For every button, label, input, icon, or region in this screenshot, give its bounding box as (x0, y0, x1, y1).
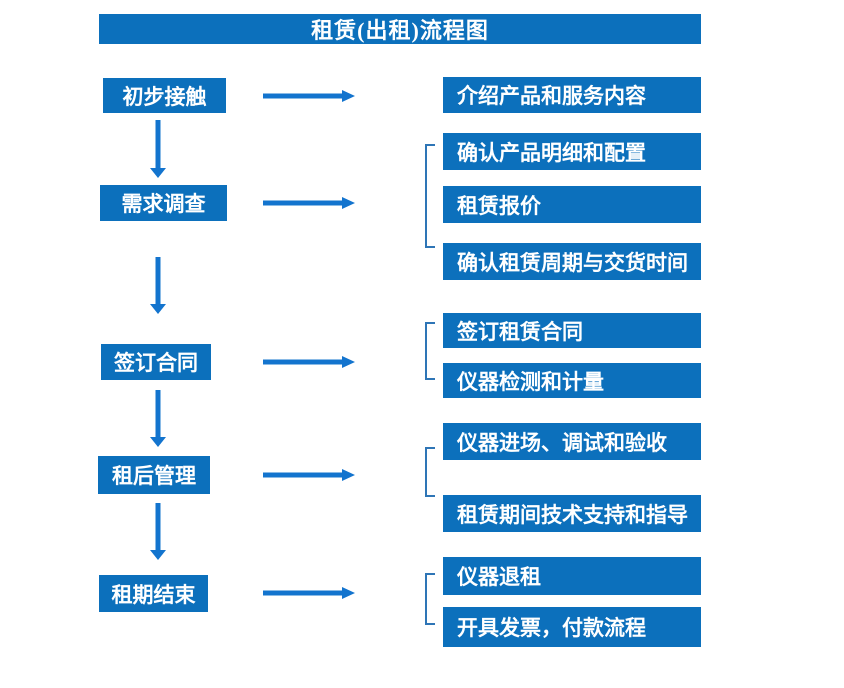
bracket-stage-4-outputs (425, 447, 435, 497)
arrow-head (342, 197, 355, 209)
arrow-down-icon-2 (150, 257, 166, 314)
stage-post-rental-management: 租后管理 (98, 456, 210, 494)
arrow-shaft (263, 472, 342, 478)
diagram-title: 租赁(出租)流程图 (99, 14, 701, 44)
arrow-shaft (155, 503, 161, 550)
arrow-down-icon-1 (150, 120, 166, 178)
stage-demand-survey: 需求调查 (100, 185, 227, 221)
arrow-right-icon-1 (263, 90, 355, 102)
arrow-right-icon-5 (263, 587, 355, 599)
arrow-down-icon-4 (150, 503, 166, 560)
bracket-stage-3-outputs (425, 322, 435, 380)
arrow-head (150, 437, 166, 447)
arrow-shaft (263, 93, 342, 99)
output-instrument-entry-commissioning: 仪器进场、调试和验收 (443, 423, 701, 460)
output-confirm-product-details: 确认产品明细和配置 (443, 133, 701, 170)
arrow-right-icon-2 (263, 197, 355, 209)
output-rental-quotation: 租赁报价 (443, 186, 701, 223)
output-instrument-return: 仪器退租 (443, 557, 701, 595)
arrow-shaft (263, 359, 342, 365)
arrow-head (342, 587, 355, 599)
arrow-head (150, 550, 166, 560)
arrow-shaft (155, 120, 161, 168)
arrow-shaft (155, 257, 161, 304)
output-invoice-payment-process: 开具发票，付款流程 (443, 607, 701, 647)
output-introduce-products-services: 介绍产品和服务内容 (443, 77, 701, 113)
stage-initial-contact: 初步接触 (103, 78, 226, 113)
arrow-down-icon-3 (150, 390, 166, 447)
stage-sign-contract: 签订合同 (101, 344, 211, 380)
arrow-head (150, 304, 166, 314)
bracket-stage-5-outputs (425, 573, 435, 625)
arrow-head (342, 90, 355, 102)
arrow-shaft (263, 590, 342, 596)
output-sign-rental-contract: 签订租赁合同 (443, 313, 701, 348)
output-instrument-testing-measurement: 仪器检测和计量 (443, 363, 701, 398)
arrow-head (342, 469, 355, 481)
arrow-head (342, 356, 355, 368)
stage-lease-end: 租期结束 (99, 575, 208, 612)
arrow-shaft (155, 390, 161, 437)
arrow-shaft (263, 200, 342, 206)
output-rental-technical-support: 租赁期间技术支持和指导 (443, 495, 701, 532)
bracket-stage-2-outputs (425, 144, 435, 248)
arrow-right-icon-4 (263, 469, 355, 481)
arrow-head (150, 168, 166, 178)
arrow-right-icon-3 (263, 356, 355, 368)
output-confirm-rental-period-delivery: 确认租赁周期与交货时间 (443, 243, 701, 280)
